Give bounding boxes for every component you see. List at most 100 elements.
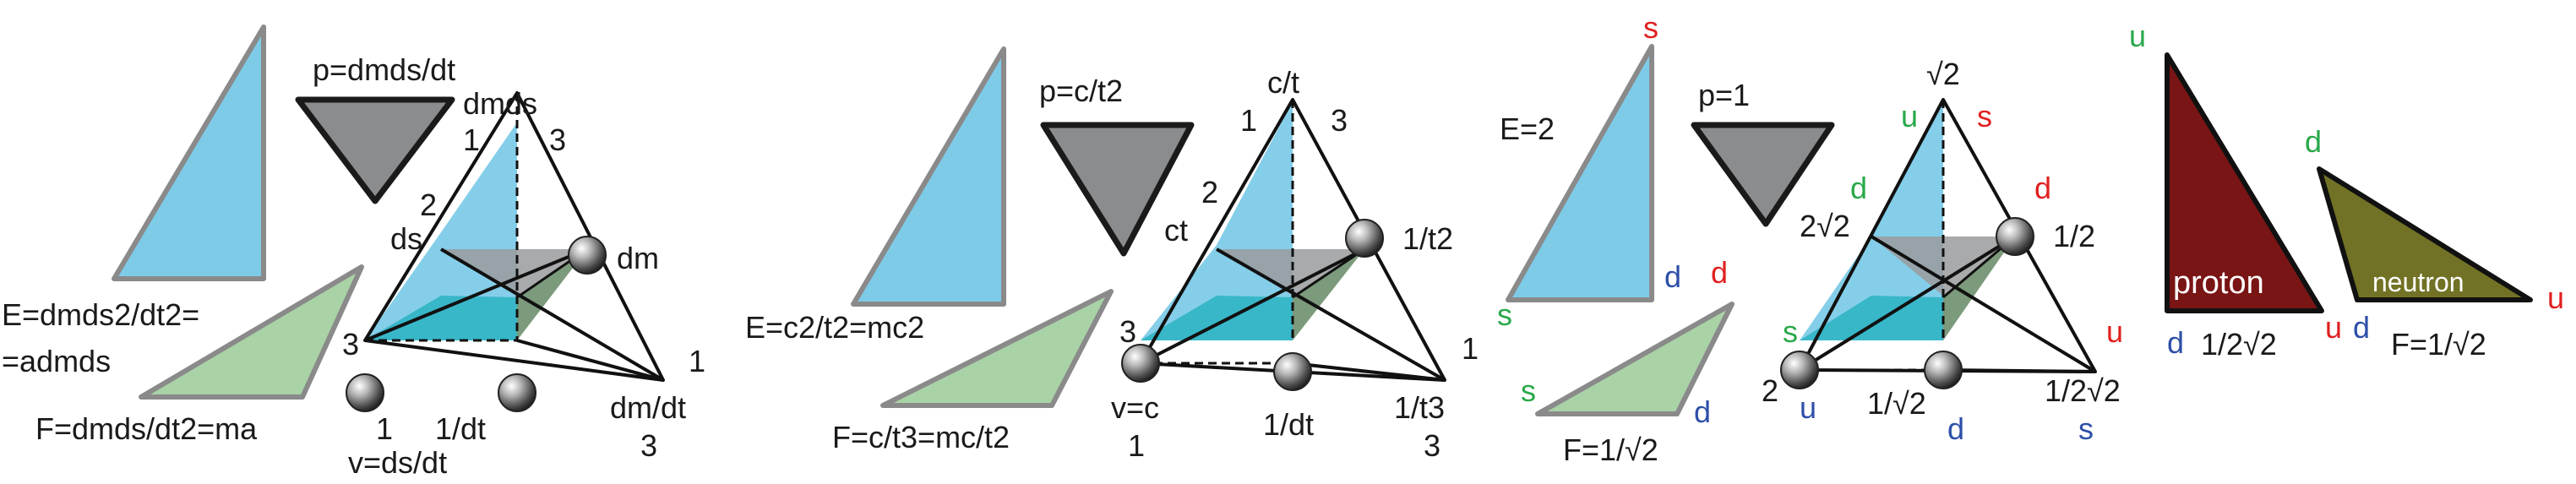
tetra-gray-face [1217, 249, 1364, 296]
p-label: p=c/t2 [1039, 73, 1123, 108]
ball-bottom-mid-label: 1/dt [435, 411, 486, 446]
blue-right-quark: d [1664, 259, 1681, 294]
e-label: E=2 [1500, 111, 1555, 146]
right-var: 1/2√2 [2045, 373, 2121, 408]
bottom-left-under: 1 [1128, 428, 1145, 463]
tetra-edge [1870, 235, 2097, 373]
tetrahedron [1121, 98, 1446, 391]
sphere-bottom-mid [498, 373, 536, 412]
ball-right-label: 1/2 [2053, 219, 2095, 253]
p-label: p=1 [1698, 78, 1750, 112]
top-right-num: 3 [1331, 103, 1348, 138]
green-force-triangle [139, 264, 364, 400]
neutron-right-quark: u [2547, 280, 2564, 315]
ball-right-quark: d [2034, 171, 2051, 205]
neutron-triangle [2317, 166, 2533, 302]
top-right-quark: s [1977, 99, 1992, 133]
f-label: F=1/√2 [1563, 432, 1658, 467]
mid-left-var: 2√2 [1800, 209, 1850, 243]
panel-4: proton u d 1/2√2 u neutron d d u F=1/√2 [2129, 19, 2564, 362]
panel-1: p=dmds/dt dmds 1 3 2 ds dm E=dmds2/dt2= … [2, 24, 705, 480]
tetra-green-face [517, 249, 587, 340]
tetra-teal-face [365, 296, 517, 340]
neutron-bottom-left-quark: d [2353, 310, 2370, 345]
tetrahedron [346, 91, 665, 412]
tetra-edge [1216, 247, 1446, 382]
bottom-left-quark: s [1783, 314, 1798, 349]
tetra-blue-face [365, 122, 517, 340]
tetra-teal-face [1800, 296, 1943, 340]
tetra-edge [516, 339, 664, 382]
blue-top-quark: s [1643, 10, 1658, 45]
right-under-quark: s [2078, 411, 2094, 446]
green-force-triangle [880, 289, 1114, 408]
top-vertex-label: √2 [1926, 57, 1960, 91]
tetra-edge [1798, 235, 2017, 372]
e-label: E=c2/t2=mc2 [745, 310, 924, 345]
sphere-right [568, 236, 607, 275]
proton-triangle [2165, 52, 2324, 313]
tetra-green-face [1943, 237, 2015, 340]
top-vertex-label: c/t [1267, 65, 1299, 100]
tetra-green-face [1293, 249, 1364, 340]
gray-momentum-triangle [295, 96, 455, 204]
top-vertex-label: dmds [463, 86, 537, 121]
blue-energy-triangle [1506, 44, 1654, 302]
p-label: p=dmds/dt [313, 52, 455, 87]
f-label: F=1/√2 [2391, 327, 2486, 362]
ball-bottom-mid-label: 1/dt [1263, 407, 1314, 442]
bottom-left-num: 2 [1762, 373, 1778, 408]
sphere-right [1996, 217, 2034, 256]
right-num: 1 [1462, 331, 1479, 366]
sphere-bottom-mid [1273, 352, 1312, 391]
right-under: 3 [640, 428, 657, 463]
tetra-edge [1942, 368, 2096, 373]
green-top-quark: d [1711, 255, 1728, 290]
bottom-left-under-quark: u [1800, 390, 1816, 425]
blue-energy-triangle [851, 46, 1006, 307]
right-var: 1/t3 [1394, 390, 1445, 425]
tetra-gray-face [441, 249, 587, 296]
right-var: dm/dt [610, 390, 686, 425]
green-left-quark: s [1521, 373, 1536, 408]
mid-left-num: 2 [420, 188, 437, 222]
ball-bottom-mid-label: 1/√2 [1867, 386, 1926, 421]
bottom-left-var: v=c [1111, 390, 1159, 425]
ball-right-label: dm [617, 241, 659, 275]
bottom-left-num: 3 [342, 327, 359, 362]
top-left-num: 1 [463, 122, 480, 157]
mid-left-var: ds [390, 221, 422, 256]
sphere-bottom-left [1780, 351, 1819, 389]
proton-bottom-right-quark: u [2325, 310, 2342, 345]
panel-3: s E=2 p=1 √2 u s d 2√2 d 1/2 d d s s u s… [1497, 10, 2123, 467]
blue-left-quark: s [1497, 297, 1512, 332]
neutron-top-quark: d [2305, 124, 2322, 159]
mid-left-var: ct [1164, 213, 1188, 247]
e-label-line-2: =admds [2, 344, 111, 378]
right-under: 3 [1424, 428, 1440, 463]
sphere-bottom-mid [1924, 351, 1963, 389]
top-left-quark: u [1901, 99, 1918, 133]
proton-bottom-left-quark: d [2167, 325, 2184, 360]
blue-energy-triangle [112, 24, 266, 281]
right-quark: u [2106, 314, 2123, 349]
mid-left-num: 2 [1201, 175, 1218, 209]
f-label: F=dmds/dt2=ma [35, 411, 258, 446]
f-label: F=c/t3=mc/t2 [832, 420, 1010, 454]
e-label-line-1: E=dmds2/dt2= [2, 297, 199, 332]
gray-momentum-triangle [1040, 122, 1195, 257]
proton-bottom-val: 1/2√2 [2201, 327, 2277, 362]
green-right-quark: d [1694, 394, 1711, 429]
tetra-blue-face [1141, 101, 1293, 340]
right-num: 1 [689, 344, 705, 378]
neutron-label: neutron [2372, 267, 2464, 297]
gray-momentum-triangle [1691, 122, 1835, 227]
proton-top-quark: u [2129, 19, 2146, 53]
bottom-under-quark: d [1947, 411, 1964, 446]
top-left-num: 1 [1240, 103, 1257, 138]
top-right-num: 3 [549, 122, 566, 157]
tetra-blue-face [1800, 101, 1943, 340]
bottom-left-under: 1 [376, 411, 393, 446]
tetra-edge [364, 247, 588, 342]
